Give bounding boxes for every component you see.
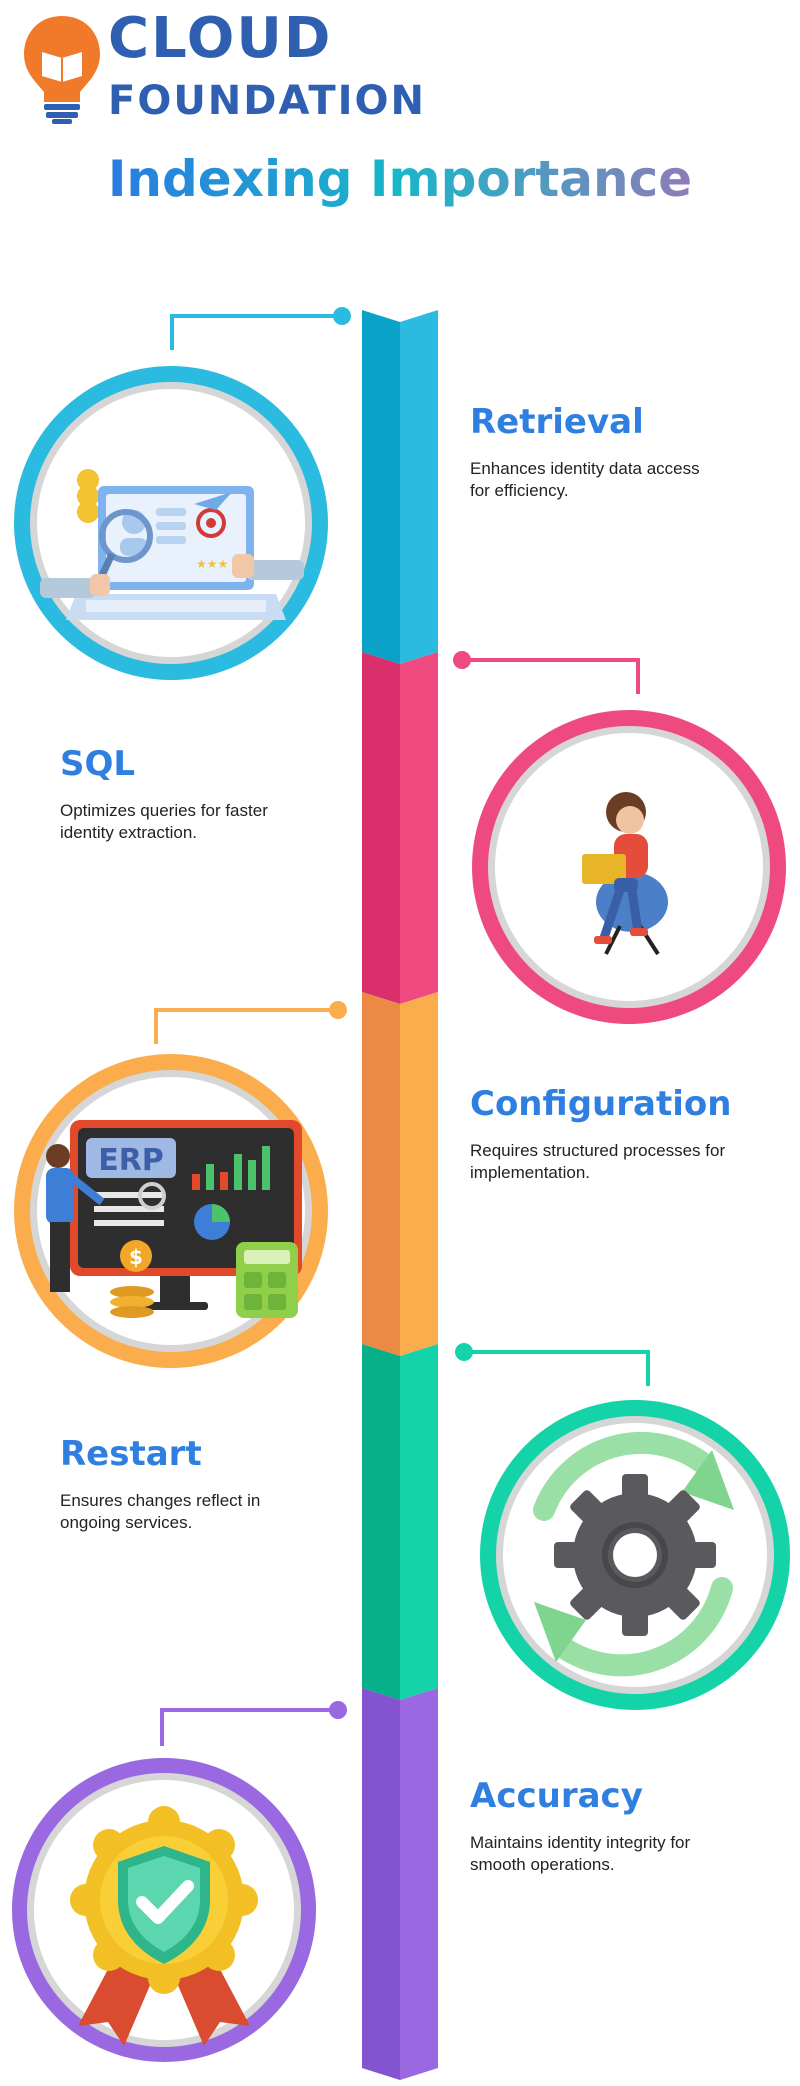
- step-description-configuration: Requires structured processes for implem…: [470, 1141, 726, 1182]
- step-heading-accuracy: Accuracy: [470, 1776, 643, 1816]
- erp-label: ERP: [98, 1143, 164, 1178]
- step-heading-sql: SQL: [60, 744, 136, 784]
- illustration-circle-retrieval: ★★★: [14, 366, 328, 680]
- step-heading-restart: Restart: [60, 1434, 202, 1474]
- timeline-segment-configuration: [362, 992, 438, 1356]
- page-title: Indexing Importance: [107, 150, 693, 208]
- svg-text:★★★: ★★★: [196, 557, 228, 571]
- shield-badge-icon: [70, 1806, 258, 2046]
- timeline-segment-restart: [362, 1344, 438, 1700]
- connector-sql: [453, 651, 640, 694]
- step-heading-retrieval: Retrieval: [470, 402, 644, 442]
- brand-line-1: CLOUD: [108, 6, 333, 71]
- illustration-circle-configuration: ERP $: [14, 1054, 328, 1368]
- step-description-sql: Optimizes queries for faster identity ex…: [60, 801, 268, 842]
- timeline-segment-retrieval: [362, 310, 438, 664]
- illustration-circle-sql: [472, 710, 786, 1024]
- laptop-id-search-icon: ★★★: [40, 469, 304, 620]
- svg-text:$: $: [129, 1245, 143, 1269]
- illustration-circle-accuracy: [12, 1758, 316, 2062]
- timeline-segment-accuracy: [362, 1688, 438, 2080]
- connector-configuration: [154, 1001, 347, 1044]
- erp-dashboard-icon: ERP $: [46, 1120, 302, 1318]
- connector-accuracy: [160, 1701, 347, 1746]
- brand-line-2: FOUNDATION: [108, 78, 426, 124]
- timeline-segment-sql: [362, 652, 438, 1004]
- step-heading-configuration: Configuration: [470, 1084, 732, 1124]
- connector-retrieval: [170, 307, 351, 350]
- connector-restart: [455, 1343, 650, 1386]
- lightbulb-book-icon: [24, 16, 100, 124]
- woman-with-laptop-icon: [582, 792, 668, 956]
- step-description-restart: Ensures changes reflect in ongoing servi…: [60, 1491, 261, 1532]
- brand-logo: CLOUD FOUNDATION: [22, 6, 482, 128]
- illustration-circle-restart: [480, 1400, 790, 1710]
- step-description-retrieval: Enhances identity data access for effici…: [470, 459, 700, 500]
- step-description-accuracy: Maintains identity integrity for smooth …: [470, 1833, 691, 1874]
- gear-refresh-icon: [533, 1431, 734, 1677]
